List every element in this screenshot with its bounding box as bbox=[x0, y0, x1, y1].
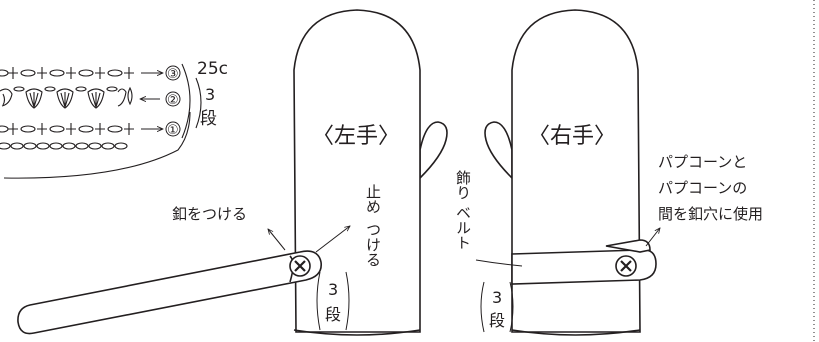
right-rows-bracket bbox=[480, 281, 514, 333]
left-button-note: 釦をつける bbox=[172, 205, 247, 223]
popcorn-note-line1: パプコーンと bbox=[658, 153, 747, 171]
left-button-icon bbox=[289, 255, 311, 277]
chart-sweep-curve bbox=[3, 111, 191, 179]
right-mitten bbox=[484, 9, 641, 336]
chart-rows-digit: 3 bbox=[205, 85, 215, 104]
left-stop-note-arrow bbox=[315, 226, 350, 253]
left-rows-bracket bbox=[316, 271, 350, 331]
right-mitten-title: 〈右手〉 bbox=[528, 124, 616, 149]
left-mitten-hem bbox=[293, 329, 421, 336]
stitch-row-1 bbox=[0, 123, 163, 135]
stitch-row-3 bbox=[0, 67, 163, 79]
belt-label-leader bbox=[475, 259, 523, 267]
left-mitten-thumb bbox=[419, 121, 448, 180]
right-mitten-hem bbox=[511, 329, 641, 336]
row-label-1: ① bbox=[167, 123, 179, 138]
chart-bracket-outer bbox=[181, 63, 191, 139]
left-belt-strap bbox=[17, 250, 323, 335]
row-numbers bbox=[165, 65, 181, 137]
row-label-3: ③ bbox=[167, 67, 179, 82]
stitch-count: 25c bbox=[197, 59, 228, 79]
left-stop-note-line2: つける bbox=[364, 222, 382, 267]
right-rows-digit: 3 bbox=[492, 288, 502, 307]
left-stop-note-line1: 止め bbox=[364, 184, 382, 214]
belt-label-line1: 飾り bbox=[454, 170, 472, 200]
left-button-note-arrow bbox=[268, 229, 286, 251]
chain-row bbox=[0, 142, 128, 150]
popcorn-note-line3: 間を釦穴に使用 bbox=[658, 205, 763, 223]
chart-rows-unit: 段 bbox=[200, 109, 217, 129]
stitch-chart bbox=[0, 63, 202, 179]
right-rows-unit: 段 bbox=[489, 311, 505, 330]
chart-bracket-inner bbox=[195, 77, 202, 129]
popcorn-note-line2: パプコーンの bbox=[658, 179, 747, 197]
row-label-2: ② bbox=[167, 93, 179, 108]
right-button-icon bbox=[615, 255, 637, 277]
stitch-row-2 bbox=[0, 86, 160, 109]
left-mitten-body bbox=[293, 9, 421, 333]
left-mitten bbox=[293, 9, 448, 336]
belt-label-line2: ベルト bbox=[454, 205, 472, 250]
right-mitten-thumb bbox=[484, 121, 513, 180]
popcorn-note-arrow bbox=[645, 228, 660, 247]
left-rows-unit: 段 bbox=[325, 305, 341, 324]
left-mitten-title: 〈左手〉 bbox=[312, 124, 400, 149]
left-rows-digit: 3 bbox=[328, 280, 338, 299]
